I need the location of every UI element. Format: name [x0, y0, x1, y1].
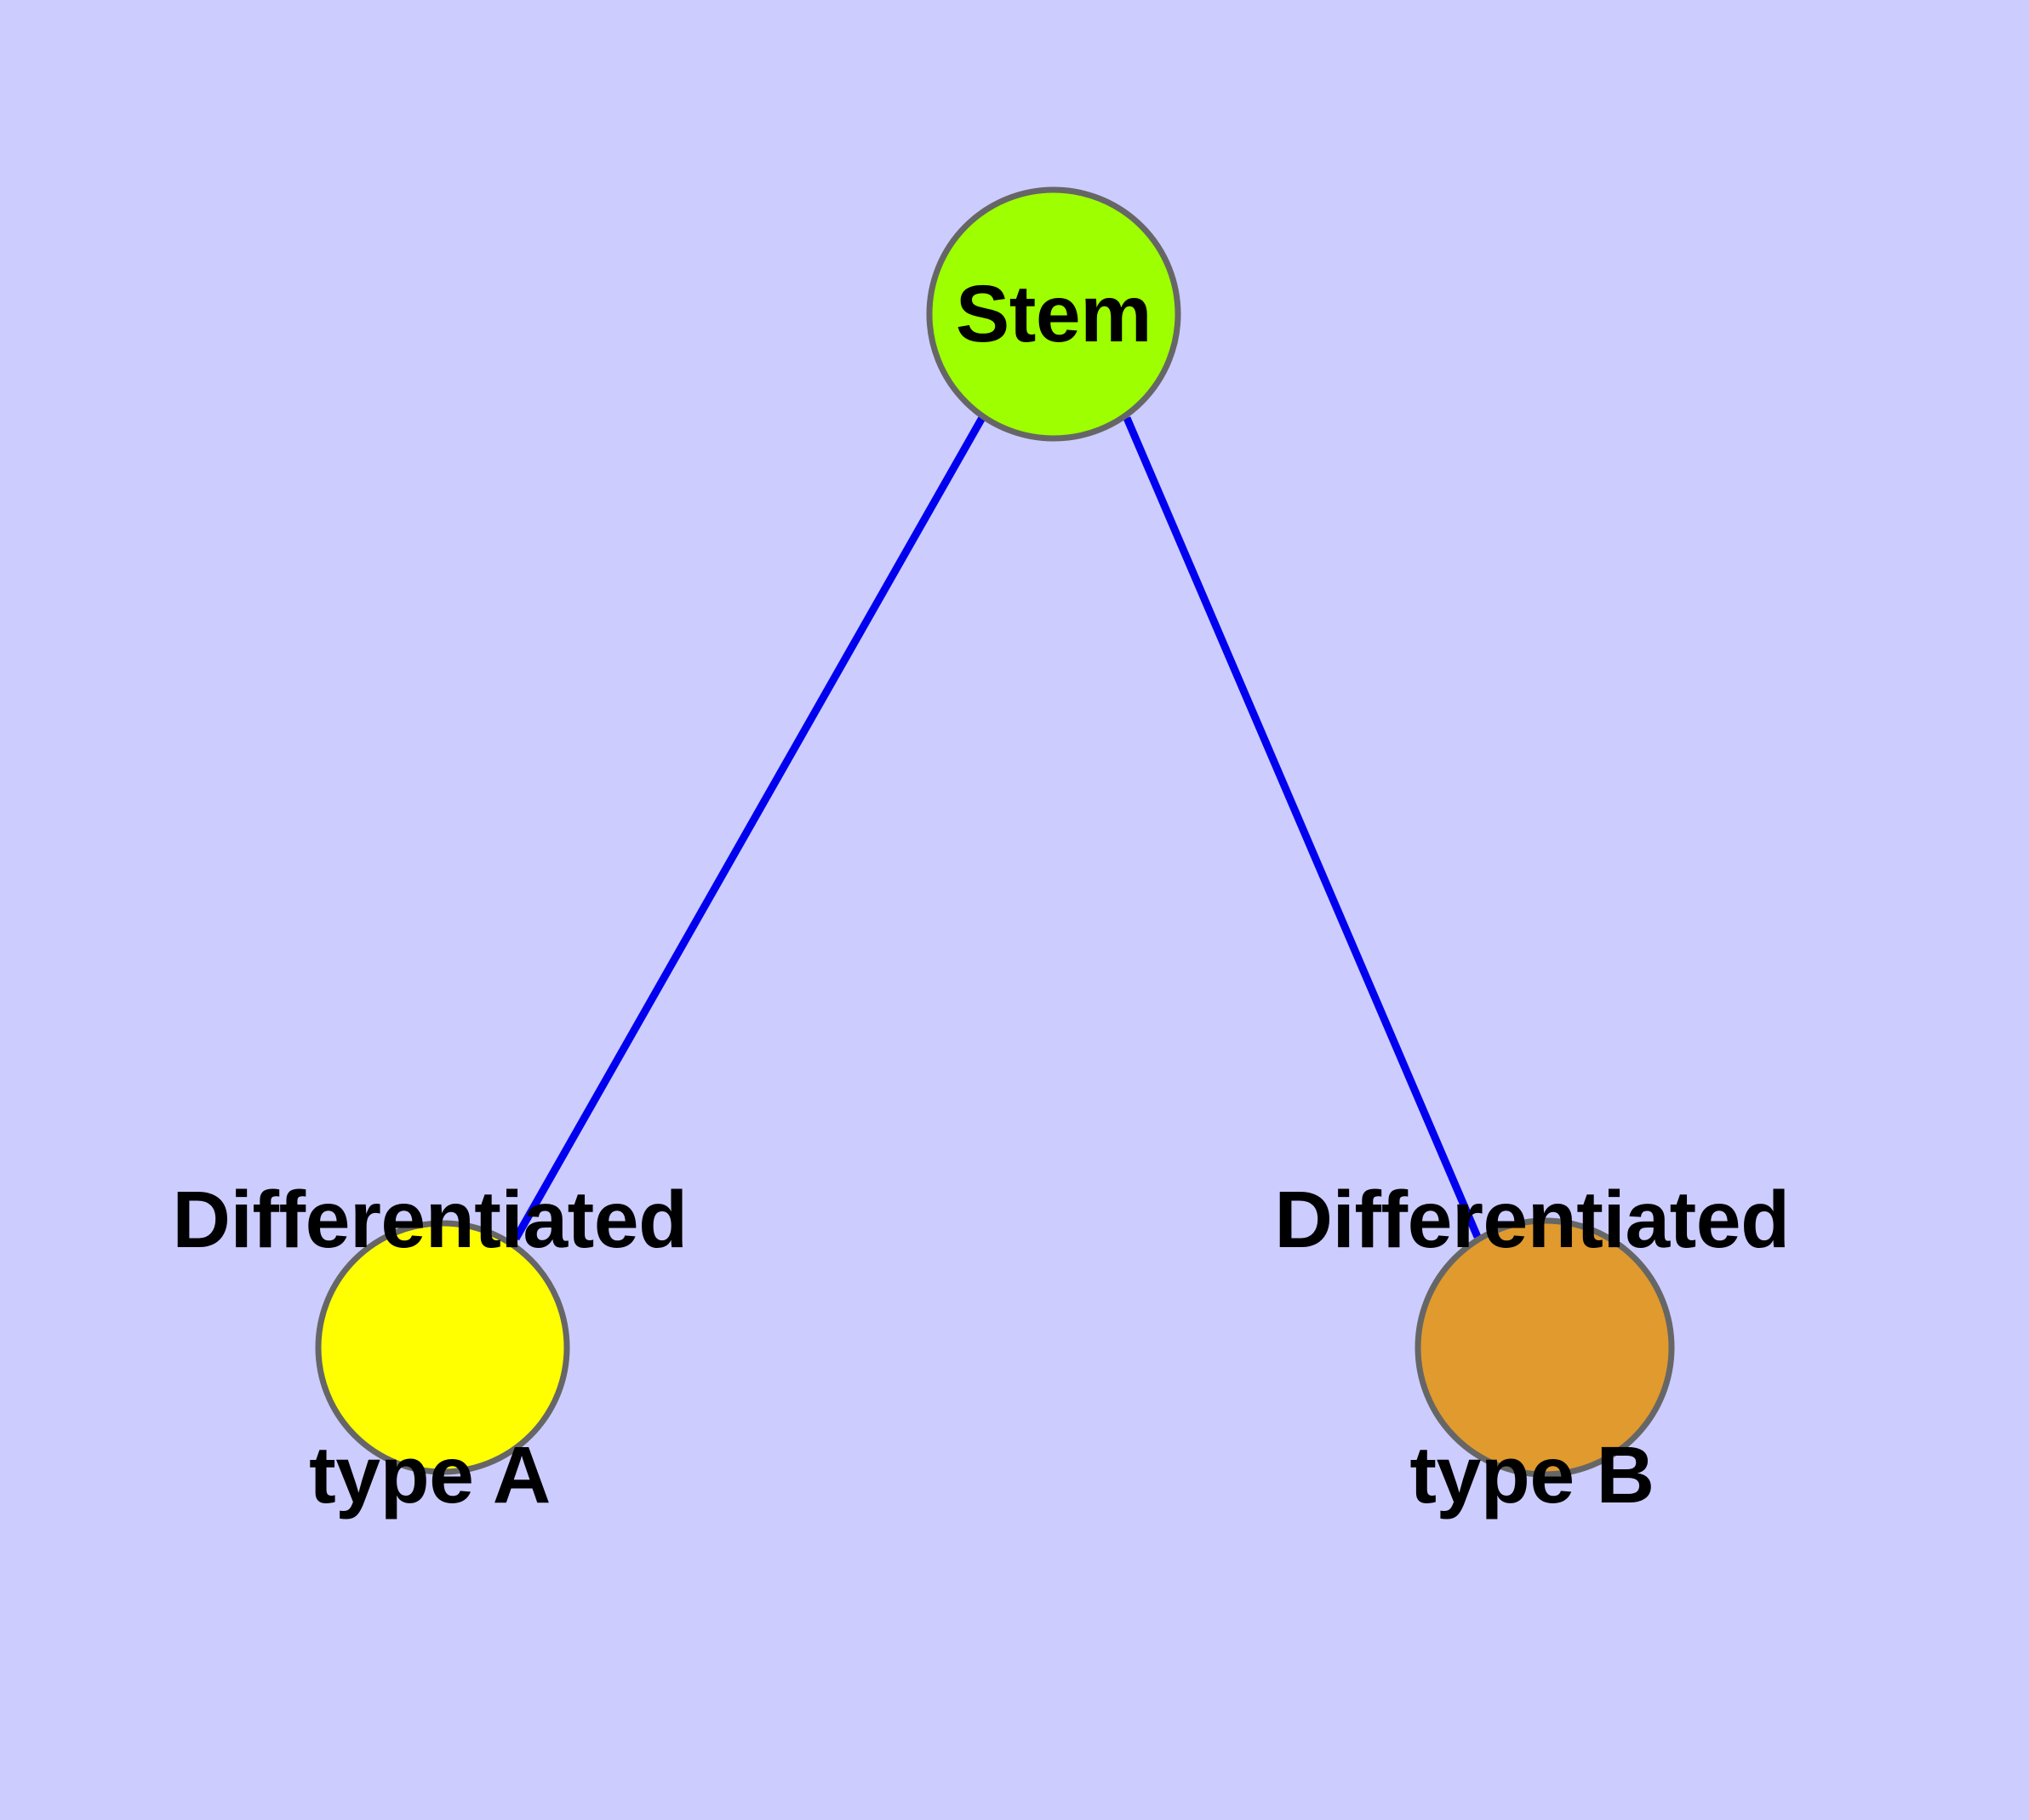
node-differentiated-type-b[interactable] — [1415, 1217, 1675, 1478]
edge-stem-to-differentiated-type-b[interactable] — [1123, 416, 1482, 1239]
node-differentiated-type-a[interactable] — [315, 1220, 570, 1475]
edge-stem-to-differentiated-type-a[interactable] — [512, 414, 986, 1241]
edge-layer — [512, 414, 1482, 1241]
node-layer — [315, 186, 1675, 1478]
node-stem[interactable] — [926, 186, 1181, 442]
